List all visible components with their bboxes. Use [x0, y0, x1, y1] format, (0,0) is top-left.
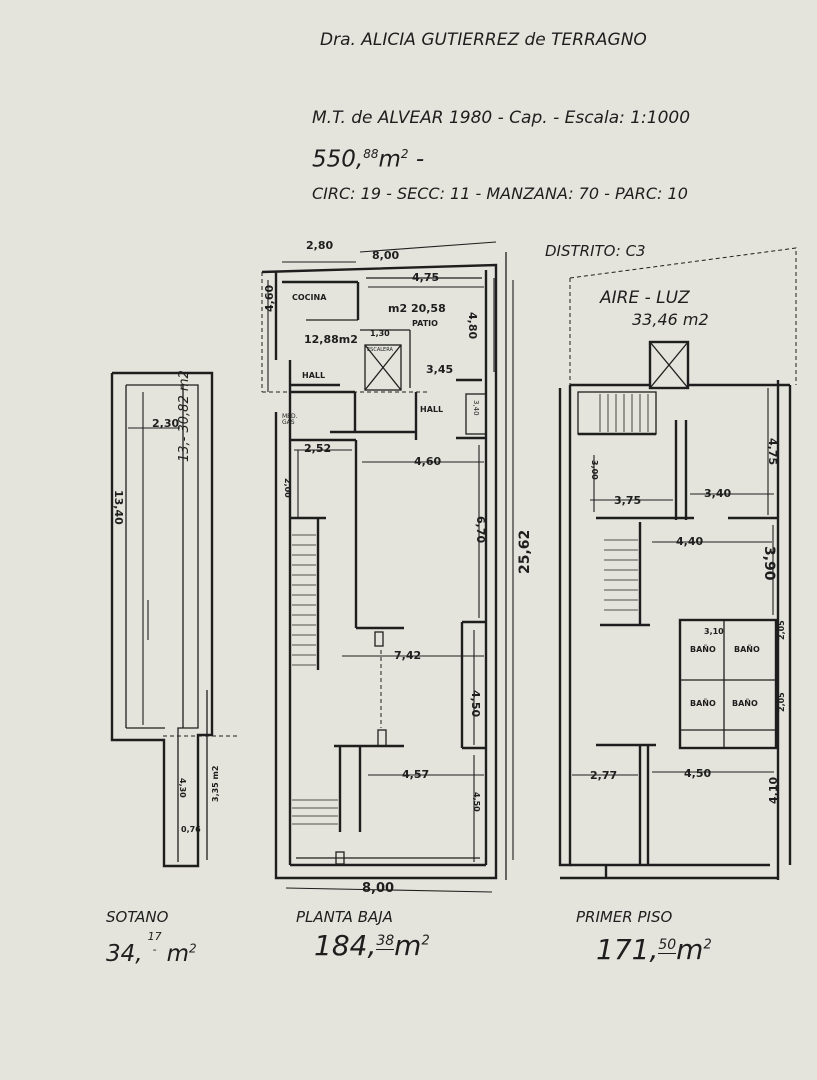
- pp-dim-375: 3,75: [614, 494, 642, 507]
- architect-name: Dra. ALICIA GUTIERREZ de TERRAGNO: [320, 30, 647, 50]
- sotano-dim-length: 13,40: [112, 490, 125, 525]
- primer-piso-plan: [558, 247, 797, 880]
- sotano-caption: SOTANO: [106, 908, 169, 926]
- cadastral-info: CIRC: 19 - SECC: 11 - MANZANA: 70 - PARC…: [312, 184, 688, 203]
- pb-area-dec: 38: [376, 933, 395, 950]
- pb-dim-450-mid: 4,50: [469, 690, 482, 718]
- pb-area-sup: 2: [421, 933, 430, 949]
- planta-baja-plan: [261, 241, 514, 893]
- pb-dim-460-left: 4,60: [263, 284, 276, 312]
- pb-dim-2562: 25,62: [517, 529, 533, 574]
- pp-bano-4: BAÑO: [732, 699, 758, 708]
- pb-area-unit: m: [394, 929, 422, 962]
- pp-dim-205b: 2,05: [777, 692, 786, 712]
- pb-dim-457: 4,57: [402, 768, 430, 781]
- total-area-tail: -: [415, 146, 425, 173]
- pp-bano-1: BAÑO: [690, 645, 716, 654]
- pb-dim-480: 4,80: [466, 312, 479, 340]
- pp-area-sup: 2: [703, 937, 712, 953]
- pb-hall-1: HALL: [302, 371, 326, 380]
- pp-dim-410: 4,10: [767, 776, 780, 804]
- pp-dim-450: 4,50: [684, 767, 712, 780]
- pp-bano-3: BAÑO: [690, 699, 716, 708]
- pp-dim-340: 3,40: [704, 487, 732, 500]
- pb-dim-460: 4,60: [414, 455, 442, 468]
- pp-area-dec: 50: [658, 937, 677, 954]
- pb-dim-340: 3,40: [472, 400, 480, 416]
- pp-dim-440: 4,40: [676, 535, 704, 548]
- sotano-area-small: 3,35 m2: [211, 765, 220, 802]
- pp-caption: PRIMER PISO: [576, 908, 673, 926]
- pp-area-int: 171,: [596, 933, 659, 966]
- pp-dim-390: 3,90: [761, 546, 777, 581]
- pb-dim-280: 2,80: [306, 239, 334, 252]
- sotano-area-dash: -: [152, 943, 157, 956]
- pb-cocina: COCINA: [292, 293, 327, 302]
- sotano-area-int: 34,: [106, 941, 143, 967]
- total-area: 550,88m2 -: [312, 148, 424, 172]
- sotano-plan: [110, 371, 238, 868]
- pp-dim-205a: 2,05: [777, 620, 786, 640]
- pp-dim-475: 4,75: [766, 438, 779, 466]
- pb-dim-475: 4,75: [412, 271, 440, 284]
- total-area-int: 550,: [312, 146, 364, 173]
- pb-area: 184,38m2: [314, 932, 430, 960]
- pp-dim-310: 3,10: [704, 627, 724, 636]
- address-scale: M.T. de ALVEAR 1980 - Cap. - Escala: 1:1…: [312, 108, 691, 128]
- sotano-area-unit: m: [166, 941, 189, 967]
- pp-dim-300: 3,00: [590, 460, 599, 480]
- pb-caption: PLANTA BAJA: [296, 908, 393, 926]
- pb-dim-742: 7,42: [394, 649, 422, 662]
- pb-dim-800-bottom: 8,00: [362, 881, 395, 896]
- total-area-unit: m: [378, 146, 401, 173]
- pp-dim-277: 2,77: [590, 769, 618, 782]
- pb-dim-450-low: 4,50: [472, 792, 481, 812]
- pp-aire-luz: AIRE - LUZ: [600, 288, 690, 308]
- total-area-dec: 88: [363, 147, 379, 161]
- pp-area-unit: m: [676, 933, 704, 966]
- sotano-dim-width: 2,30: [152, 417, 180, 430]
- pp-area: 171,50m2: [596, 936, 712, 964]
- pb-dim-800-top: 8,00: [372, 249, 400, 262]
- pb-escalera: ESCALERA: [367, 347, 393, 353]
- pb-dim-345: 3,45: [426, 363, 454, 376]
- sotano-area-sup: 2: [188, 941, 197, 956]
- pb-patio: PATIO: [412, 319, 438, 328]
- sotano-dim-430: 4,30: [178, 778, 187, 798]
- pb-area-int: 184,: [314, 929, 377, 962]
- sotano-dim-076: 0,76: [181, 825, 201, 834]
- sotano-area-note: 13,- 30,82 m2: [177, 370, 192, 462]
- pp-bano-2: BAÑO: [734, 645, 760, 654]
- sotano-area: 34, 17-m2: [106, 930, 197, 966]
- pb-medidor: MED. GAS: [282, 413, 298, 426]
- pb-dim-130: 1,30: [370, 329, 390, 338]
- pp-distrito: DISTRITO: C3: [545, 242, 646, 260]
- total-area-sup: 2: [400, 147, 409, 161]
- pb-area-1288: 12,88m2: [304, 333, 358, 346]
- sotano-area-dec: 17: [147, 930, 162, 943]
- pb-dim-252: 2,52: [304, 442, 332, 455]
- pb-dim-670: 6,70: [474, 516, 487, 544]
- pb-dim-200: 2,00: [283, 478, 292, 498]
- pp-aire-luz-area: 33,46 m2: [632, 310, 709, 329]
- pb-hall-2: HALL: [420, 405, 444, 414]
- pb-patio-area: m2 20,58: [388, 302, 446, 315]
